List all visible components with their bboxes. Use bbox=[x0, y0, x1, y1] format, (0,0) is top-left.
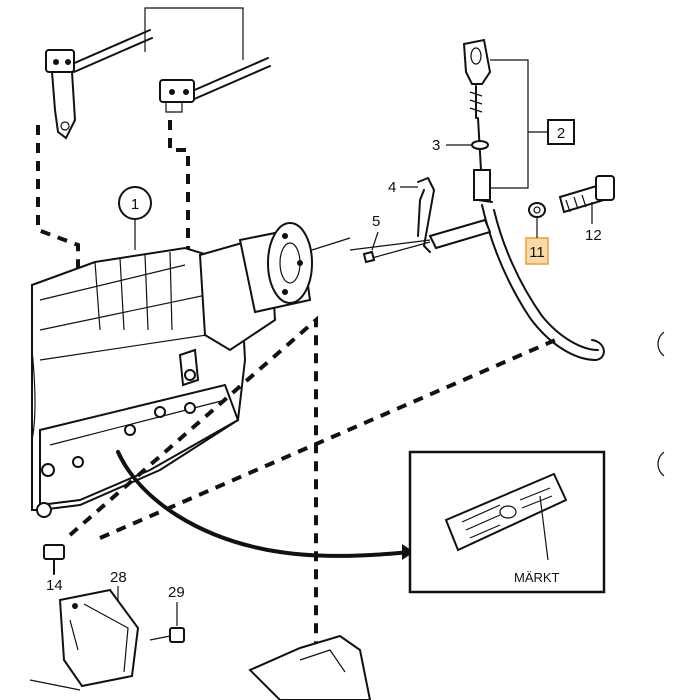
callout-box-2 bbox=[547, 119, 575, 145]
dashed-frame bbox=[68, 315, 561, 700]
detail-view: MÄRKT bbox=[116, 450, 606, 594]
transmission-body: 1 bbox=[31, 186, 351, 518]
callout-12: 12 bbox=[585, 227, 602, 244]
callout-14: 14 bbox=[46, 577, 63, 594]
callout-1: 1 bbox=[131, 196, 139, 213]
bottom-parts: 14 28 29 bbox=[29, 544, 372, 700]
callout-11: 11 bbox=[529, 244, 545, 261]
callout-4: 4 bbox=[388, 179, 396, 196]
right-callouts: 3 4 5 11 12 bbox=[371, 137, 602, 265]
page-edge-marks bbox=[657, 331, 665, 477]
dipstick-assembly: 2 bbox=[349, 38, 615, 361]
callout-28: 28 bbox=[110, 569, 127, 586]
selector-linkage bbox=[45, 7, 271, 140]
washer-icon bbox=[528, 202, 546, 218]
callout-29: 29 bbox=[168, 584, 185, 601]
callout-3: 3 bbox=[432, 137, 440, 154]
callout-5: 5 bbox=[372, 213, 380, 230]
callout-2: 2 bbox=[557, 125, 565, 142]
dipstick-handle-icon bbox=[462, 38, 492, 85]
marked-label: MÄRKT bbox=[514, 570, 560, 585]
